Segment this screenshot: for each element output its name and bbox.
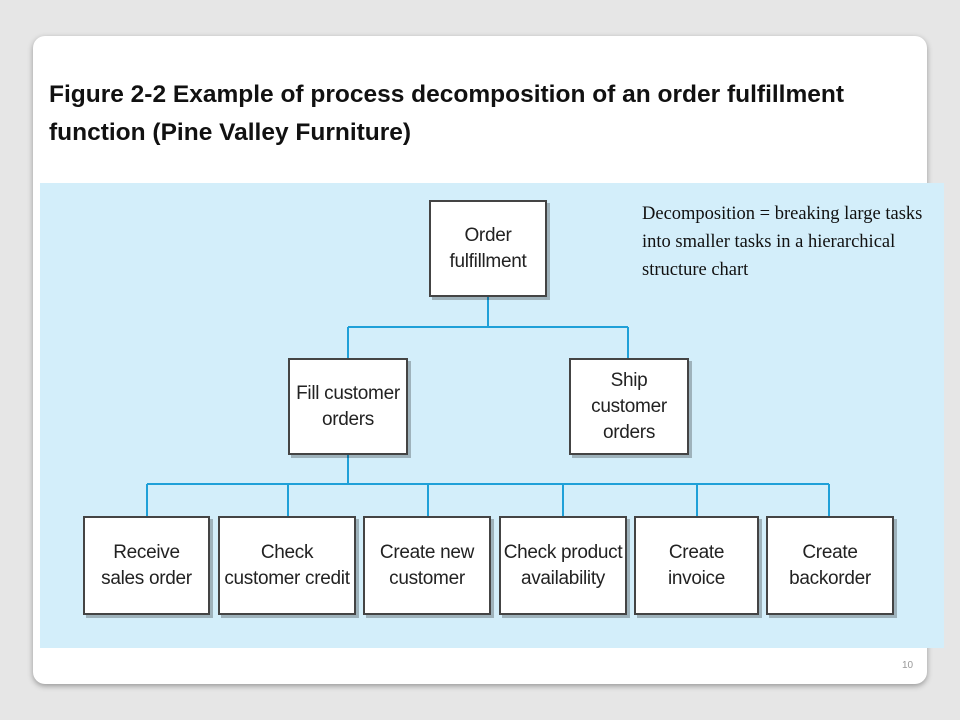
node-label: Ship customer orders [591,369,667,443]
page-number: 10 [902,660,914,671]
node-label: Order fulfillment [449,224,527,272]
slide-title: Figure 2-2 Example of process decomposit… [49,81,845,146]
decomposition-note: Decomposition = breaking large tasks int… [642,204,923,280]
node-create-backorder: Create backorder [766,516,894,615]
node-order-fulfillment: Order fulfillment [429,200,547,297]
node-ship-customer-orders: Ship customer orders [569,358,689,455]
node-check-product-availability: Check product availability [499,516,627,615]
node-receive-sales-order: Receive sales order [83,516,210,615]
node-label: Check customer credit [224,541,350,589]
node-label: Check product availability [503,541,623,589]
node-label: Fill customer orders [296,382,400,430]
node-create-new-customer: Create new customer [363,516,491,615]
node-check-customer-credit: Check customer credit [218,516,356,615]
node-label: Receive sales order [101,541,192,589]
node-label: Create backorder [789,541,871,589]
node-label: Create invoice [667,541,726,589]
node-label: Create new customer [379,541,475,589]
node-fill-customer-orders: Fill customer orders [288,358,408,455]
node-create-invoice: Create invoice [634,516,759,615]
